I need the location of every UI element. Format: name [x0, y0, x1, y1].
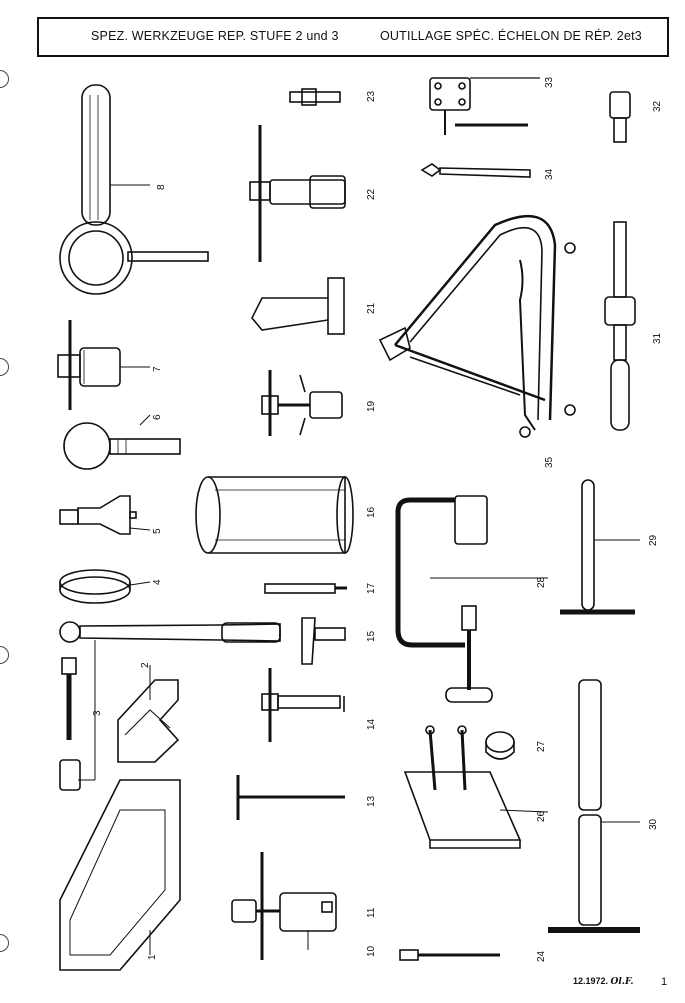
- tool-26-base-plate: [403, 725, 549, 849]
- tool-34-open-spanner: [420, 163, 531, 178]
- callout-10: 10: [366, 945, 377, 957]
- tool-30-t-bar-long: [548, 679, 640, 933]
- callout-16: 16: [366, 506, 377, 518]
- callout-30: 30: [648, 818, 659, 830]
- callout-23: 23: [366, 90, 377, 102]
- callout-33: 33: [544, 76, 555, 88]
- header-title-de: SPEZ. WERKZEUGE REP. STUFE 2 und 3: [91, 29, 339, 43]
- callout-32: 32: [652, 100, 663, 112]
- tool-19-wing-puller: [261, 370, 343, 436]
- tool-27-bush: [485, 731, 515, 760]
- tool-14-t-screw: [261, 668, 345, 742]
- callout-19: 19: [366, 400, 377, 412]
- tool-6-ring-wrench: [63, 414, 181, 470]
- tool-24-pin-punch: [399, 949, 500, 961]
- tool-32-adapter: [609, 91, 631, 143]
- tool-13-t-pin: [236, 775, 345, 820]
- tool-29-t-bar: [560, 479, 640, 615]
- callout-15: 15: [366, 630, 377, 642]
- tool-17-drift: [264, 583, 347, 594]
- callout-29: 29: [648, 534, 659, 546]
- callout-26: 26: [536, 810, 547, 822]
- tool-8-ring-spanner: [59, 84, 209, 295]
- tool-5-extractor: [59, 495, 151, 535]
- callout-34: 34: [544, 168, 555, 180]
- tool-3-torque-wrench: [59, 621, 281, 791]
- tool-23-stud: [289, 88, 341, 106]
- tool-33-clamp-tool: [429, 77, 540, 135]
- header-box: SPEZ. WERKZEUGE REP. STUFE 2 und 3 OUTIL…: [37, 17, 669, 57]
- tool-7-puller: [57, 320, 150, 410]
- tool-4-band-clamp: [59, 569, 151, 604]
- tool-28-c-clamp: [395, 495, 548, 703]
- callout-8: 8: [156, 184, 167, 190]
- callout-27: 27: [536, 740, 547, 752]
- callout-31: 31: [652, 332, 663, 344]
- callout-1: 1: [147, 954, 158, 960]
- callout-28: 28: [536, 576, 547, 588]
- callout-14: 14: [366, 718, 377, 730]
- tool-21-bracket-gauge: [251, 277, 345, 335]
- footer-initials: Ol.F.: [610, 977, 634, 987]
- callout-13: 13: [366, 795, 377, 807]
- callout-35: 35: [544, 456, 555, 468]
- callout-3: 3: [92, 710, 103, 716]
- callout-7: 7: [152, 366, 163, 372]
- footer-date-text: 12.1972.: [573, 976, 611, 986]
- tool-11-10-puller: [231, 852, 337, 960]
- tool-22-t-socket: [249, 125, 346, 262]
- page-number: 1: [661, 976, 668, 988]
- tool-31-threaded-spindle: [604, 221, 636, 431]
- tool-16-sleeve: [195, 476, 354, 554]
- callout-11: 11: [366, 907, 377, 918]
- tool-35-frame-stand: [378, 214, 576, 438]
- callout-2: 2: [140, 662, 151, 668]
- header-title-fr: OUTILLAGE SPÉC. ÉCHELON DE RÉP. 2et3: [380, 29, 642, 43]
- callout-17: 17: [366, 582, 377, 594]
- callout-22: 22: [366, 188, 377, 200]
- tool-2-v-block: [117, 665, 180, 763]
- tool-15-flange: [301, 617, 346, 665]
- callout-4: 4: [152, 579, 163, 585]
- footer-date: 12.1972. Ol.F.: [573, 976, 634, 987]
- callout-5: 5: [152, 528, 163, 534]
- tool-1-support-block: [59, 779, 181, 971]
- callout-21: 21: [366, 302, 377, 314]
- callout-24: 24: [536, 950, 547, 962]
- callout-6: 6: [152, 414, 163, 420]
